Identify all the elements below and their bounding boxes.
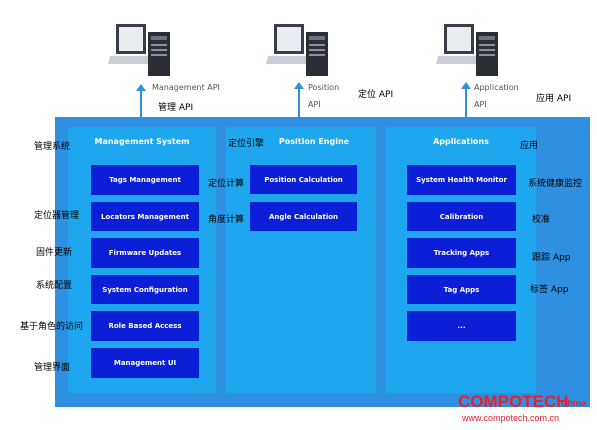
position-api-label: Position — [308, 83, 340, 92]
tag-apps-cn-label: 标签 App — [530, 285, 569, 295]
locators-management-cn-label: 定位器管理 — [34, 211, 80, 221]
computer-icon — [436, 24, 498, 76]
system-configuration-cn-label: 系统配置 — [36, 281, 73, 291]
locators-management-box: Locators Management — [91, 202, 199, 231]
application-api-label-2: API — [474, 100, 487, 109]
management-api-label: Management API — [152, 83, 220, 92]
management-system-title: Management System — [94, 137, 190, 146]
calibration-cn-label: 校准 — [532, 215, 551, 225]
applications-cn-label: 应用 — [520, 141, 539, 151]
computer-icon — [108, 24, 170, 76]
more-apps-box: ... — [407, 311, 516, 341]
management-ui-box: Management UI — [91, 348, 199, 378]
firmware-updates-cn-label: 固件更新 — [36, 248, 73, 258]
position-api-label-2: API — [308, 100, 321, 109]
watermark-suffix: China — [561, 398, 587, 408]
tag-apps-box: Tag Apps — [407, 275, 516, 304]
watermark-url: www.compotech.com.cn — [462, 413, 560, 423]
management-system-cn-label: 管理系统 — [34, 142, 71, 152]
up-arrow-application — [461, 82, 471, 117]
up-arrow-position — [294, 82, 304, 117]
angle-calculation-cn-label: 角度计算 — [208, 215, 245, 225]
watermark-brand: COMPOTECH — [458, 392, 569, 411]
firmware-updates-box: Firmware Updates — [91, 238, 199, 268]
role-based-access-cn-label: 基于角色的访问 — [20, 322, 84, 332]
system-health-monitor-cn-label: 系统健康监控 — [528, 179, 583, 189]
management-ui-cn-label: 管理界面 — [34, 363, 71, 373]
position-engine-title: Position Engine — [278, 137, 350, 146]
system-health-monitor-box: System Health Monitor — [407, 165, 516, 195]
management-api-cn-label: 管理 API — [158, 103, 194, 113]
tracking-apps-box: Tracking Apps — [407, 238, 516, 268]
system-configuration-box: System Configuration — [91, 275, 199, 304]
position-calculation-box: Position Calculation — [250, 165, 357, 194]
applications-title: Applications — [433, 137, 489, 146]
computer-icon — [266, 24, 328, 76]
application-api-cn-label: 应用 API — [536, 94, 572, 104]
position-calculation-cn-label: 定位计算 — [208, 179, 245, 189]
up-arrow-management — [136, 84, 146, 117]
calibration-box: Calibration — [407, 202, 516, 231]
application-api-label: Application — [474, 83, 519, 92]
position-engine-cn-label: 定位引擎 — [228, 139, 265, 149]
role-based-access-box: Role Based Access — [91, 311, 199, 341]
tracking-apps-cn-label: 跟踪 App — [532, 253, 571, 263]
angle-calculation-box: Angle Calculation — [250, 202, 357, 231]
position-api-cn-label: 定位 API — [358, 90, 394, 100]
tags-management-box: Tags Management — [91, 165, 199, 195]
